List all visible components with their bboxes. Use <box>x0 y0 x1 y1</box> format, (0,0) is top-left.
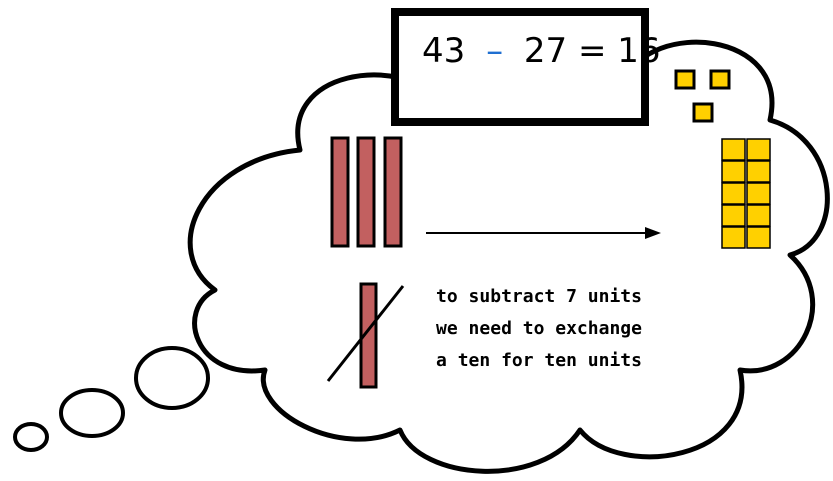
thought-bubble-medium <box>61 390 123 436</box>
unit-cube <box>722 227 745 248</box>
unit-cube <box>722 205 745 226</box>
unit-cube <box>722 161 745 182</box>
caption-line-2: we need to exchange <box>436 318 642 339</box>
unit-cube <box>711 71 729 88</box>
ten-rod <box>332 138 348 246</box>
exchange-caption: to subtract 7 units we need to exchange … <box>436 286 642 371</box>
equation-left-operand: 43 <box>422 31 465 71</box>
tens-rods-remaining <box>332 138 401 246</box>
caption-line-3: a ten for ten units <box>436 350 642 371</box>
unit-cube <box>722 183 745 204</box>
equation-box: 43 – 27 = 16 <box>395 12 661 122</box>
unit-cube <box>747 161 770 182</box>
unit-cube <box>747 205 770 226</box>
ten-rod <box>385 138 401 246</box>
ten-rod <box>358 138 374 246</box>
equation-minus-sign: – <box>486 31 503 71</box>
thought-bubble-small <box>15 424 47 450</box>
thought-bubble-large <box>136 348 208 408</box>
unit-cube <box>747 227 770 248</box>
unit-cube <box>747 139 770 160</box>
caption-line-1: to subtract 7 units <box>436 286 642 307</box>
equation-right-part: 27 = 16 <box>524 31 661 71</box>
unit-cube <box>676 71 694 88</box>
unit-cube <box>722 139 745 160</box>
unit-cube <box>694 104 712 121</box>
unit-cube <box>747 183 770 204</box>
equation: 43 – 27 = 16 <box>422 31 661 71</box>
